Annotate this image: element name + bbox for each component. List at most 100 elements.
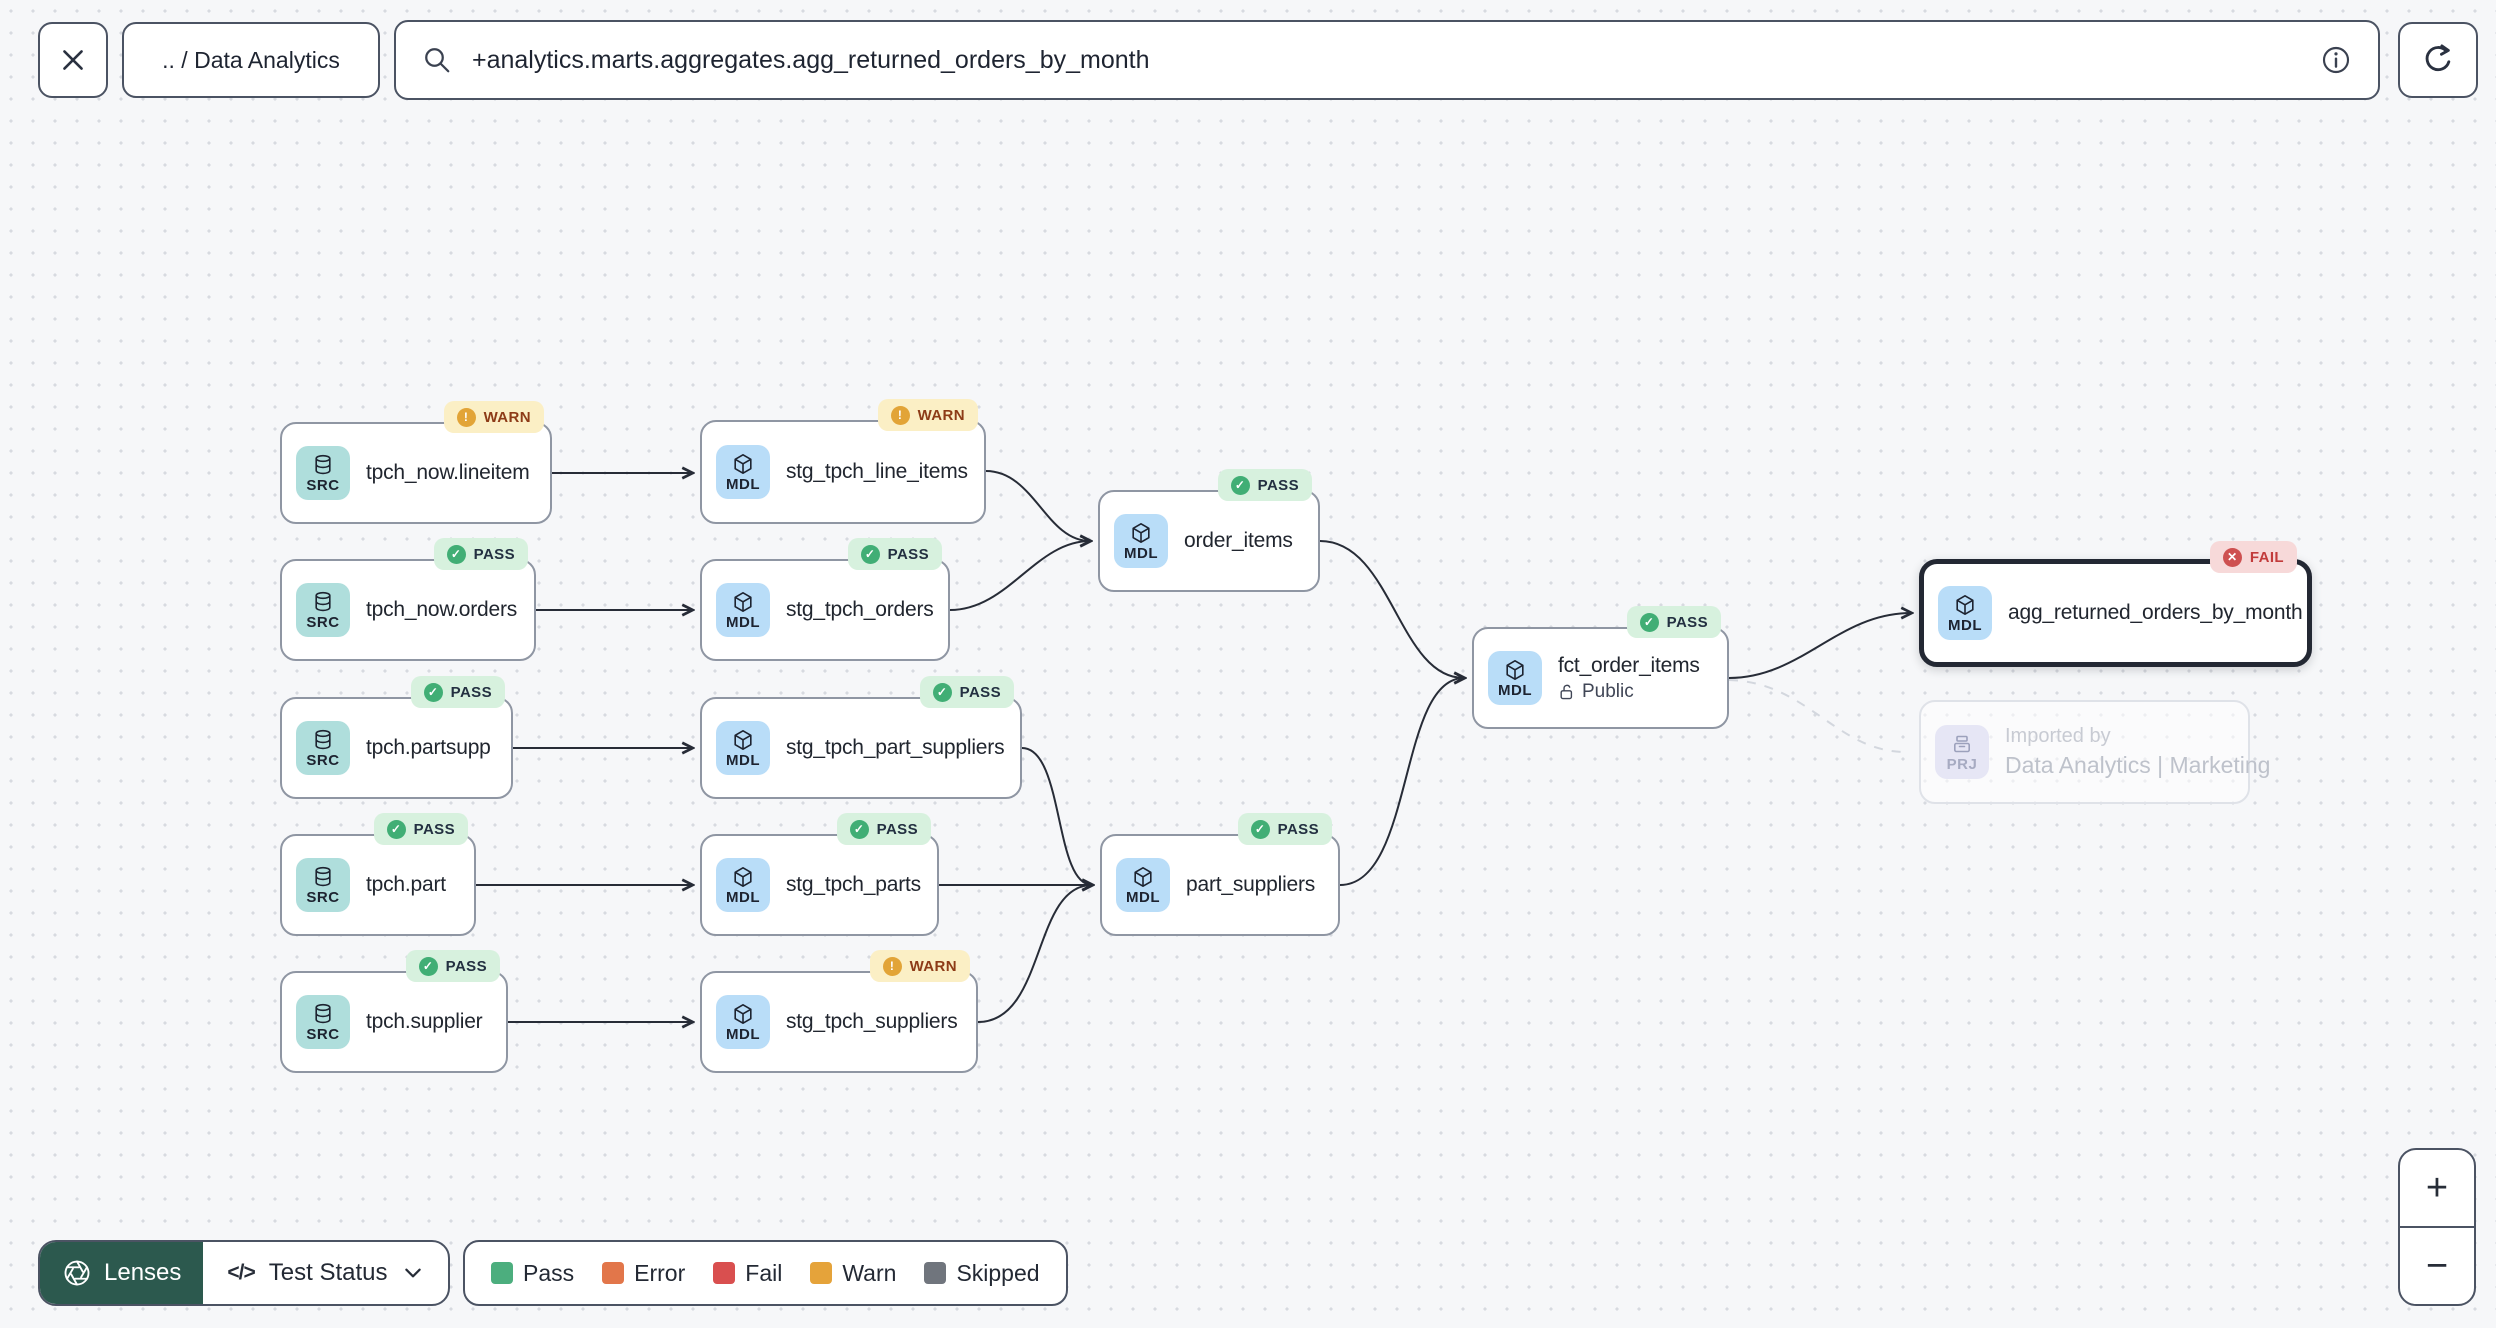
node-label: order_items [1184, 529, 1293, 552]
legend-label: Error [634, 1259, 686, 1286]
node-tpch-now-orders[interactable]: ✓PASS SRC tpch_now.orders [280, 538, 536, 661]
legend-swatch [602, 1262, 625, 1284]
node-label: fct_order_items [1558, 653, 1700, 677]
search-icon [422, 45, 452, 75]
zoom-in-button[interactable]: + [2400, 1150, 2474, 1228]
status-badge: ✓PASS [373, 813, 468, 845]
node-label: tpch.partsupp [366, 736, 491, 759]
warn-icon: ! [890, 405, 910, 425]
model-type-icon: MDL [1116, 858, 1170, 912]
model-type-icon: MDL [716, 721, 770, 775]
node-fct-order-items[interactable]: ✓PASS MDL fct_order_items Public [1472, 606, 1729, 729]
node-label: stg_tpch_parts [786, 873, 921, 896]
lock-open-icon [1558, 683, 1575, 701]
zoom-out-button[interactable]: − [2425, 1244, 2449, 1287]
database-icon [315, 1003, 331, 1024]
aperture-icon [62, 1258, 92, 1288]
node-agg-returned-orders-by-month[interactable]: ✕FAIL MDL agg_returned_orders_by_month [1919, 541, 2312, 667]
source-type-icon: SRC [296, 995, 350, 1049]
node-tpch-now-lineitem[interactable]: !WARN SRC tpch_now.lineitem [280, 401, 552, 524]
node-label: part_suppliers [1186, 873, 1316, 896]
check-icon: ✓ [446, 544, 466, 564]
lenses-button[interactable]: Lenses [40, 1242, 204, 1304]
database-icon [315, 454, 331, 475]
breadcrumb[interactable]: .. / Data Analytics [122, 22, 380, 98]
check-icon: ✓ [386, 819, 406, 839]
model-type-icon: MDL [716, 858, 770, 912]
legend-item-skipped: Skipped [924, 1259, 1040, 1287]
database-icon [315, 866, 331, 887]
node-label: tpch.part [366, 873, 446, 896]
cube-icon [734, 454, 752, 474]
node-tpch-supplier[interactable]: ✓PASS SRC tpch.supplier [280, 950, 508, 1073]
check-icon: ✓ [1639, 612, 1659, 632]
refresh-button[interactable] [2398, 22, 2478, 98]
cube-icon [1956, 595, 1974, 615]
cube-icon [734, 867, 752, 887]
chevron-down-icon [402, 1262, 424, 1284]
model-type-icon: MDL [716, 583, 770, 637]
project-type-icon: PRJ [1935, 725, 1989, 779]
check-icon: ✓ [423, 682, 443, 702]
legend-label: Fail [745, 1259, 783, 1286]
breadcrumb-label: .. / Data Analytics [162, 46, 340, 73]
lenses-label: Lenses [104, 1259, 182, 1286]
access-row: Public [1558, 681, 1700, 703]
zoom-control: + − [2398, 1148, 2476, 1306]
search-input[interactable] [472, 45, 2320, 75]
node-order-items[interactable]: ✓PASS MDL order_items [1098, 469, 1320, 592]
status-badge: ✓PASS [405, 950, 500, 982]
database-icon [315, 729, 331, 750]
cube-icon [1134, 867, 1152, 887]
legend-label: Skipped [956, 1259, 1040, 1286]
status-badge: !WARN [443, 401, 544, 433]
lens-selector[interactable]: </> Test Status [203, 1242, 447, 1304]
legend-item-warn: Warn [810, 1260, 896, 1287]
node-label: tpch.supplier [366, 1010, 483, 1033]
legend-label: Warn [842, 1259, 897, 1286]
legend-item-error: Error [602, 1260, 685, 1287]
status-badge: ✓PASS [1237, 813, 1332, 845]
node-stg-tpch-part-suppliers[interactable]: ✓PASS MDL stg_tpch_part_suppliers [700, 676, 1022, 799]
close-button[interactable] [38, 22, 108, 98]
status-badge: ✕FAIL [2209, 541, 2297, 573]
node-stg-tpch-orders[interactable]: ✓PASS MDL stg_tpch_orders [700, 538, 950, 661]
cube-icon [734, 592, 752, 612]
cube-icon [734, 730, 752, 750]
source-type-icon: SRC [296, 446, 350, 500]
status-badge: ✓PASS [919, 676, 1014, 708]
node-stg-tpch-parts[interactable]: ✓PASS MDL stg_tpch_parts [700, 813, 939, 936]
edge-stg_tpch_suppliers-to-part_suppliers [977, 885, 1092, 1023]
database-icon [315, 591, 331, 612]
warn-icon: ! [456, 407, 476, 427]
info-icon[interactable] [2320, 44, 2352, 76]
lens-control-group: Lenses </> Test Status [38, 1240, 450, 1306]
node-stg-tpch-suppliers[interactable]: !WARN MDL stg_tpch_suppliers [700, 950, 978, 1073]
legend-swatch [491, 1262, 513, 1284]
check-icon: ✓ [932, 682, 952, 702]
model-type-icon: MDL [716, 995, 770, 1049]
search-bar[interactable] [394, 20, 2380, 100]
node-label: stg_tpch_line_items [786, 460, 968, 483]
node-part-suppliers[interactable]: ✓PASS MDL part_suppliers [1100, 813, 1340, 936]
cube-icon [734, 1004, 752, 1024]
status-badge: ✓PASS [1217, 469, 1312, 501]
close-icon [58, 45, 88, 75]
legend-item-fail: Fail [713, 1260, 782, 1287]
node-tpch-partsupp[interactable]: ✓PASS SRC tpch.partsupp [280, 676, 513, 799]
node-tpch-part[interactable]: ✓PASS SRC tpch.part [280, 813, 476, 936]
legend-swatch [810, 1262, 833, 1284]
project-icon [1954, 735, 1970, 753]
edge-stg_tpch_part_suppliers-to-part_suppliers [1021, 747, 1092, 885]
node-stg-tpch-line-items[interactable]: !WARN MDL stg_tpch_line_items [700, 399, 986, 524]
source-type-icon: SRC [296, 583, 350, 637]
cube-icon [1506, 660, 1524, 680]
edge-part_suppliers-to-fct_order_items [1339, 678, 1464, 886]
check-icon: ✓ [1230, 475, 1250, 495]
model-type-icon: MDL [1114, 514, 1168, 568]
access-label: Public [1582, 680, 1634, 702]
model-type-icon: MDL [716, 445, 770, 499]
status-badge: ✓PASS [410, 676, 505, 708]
